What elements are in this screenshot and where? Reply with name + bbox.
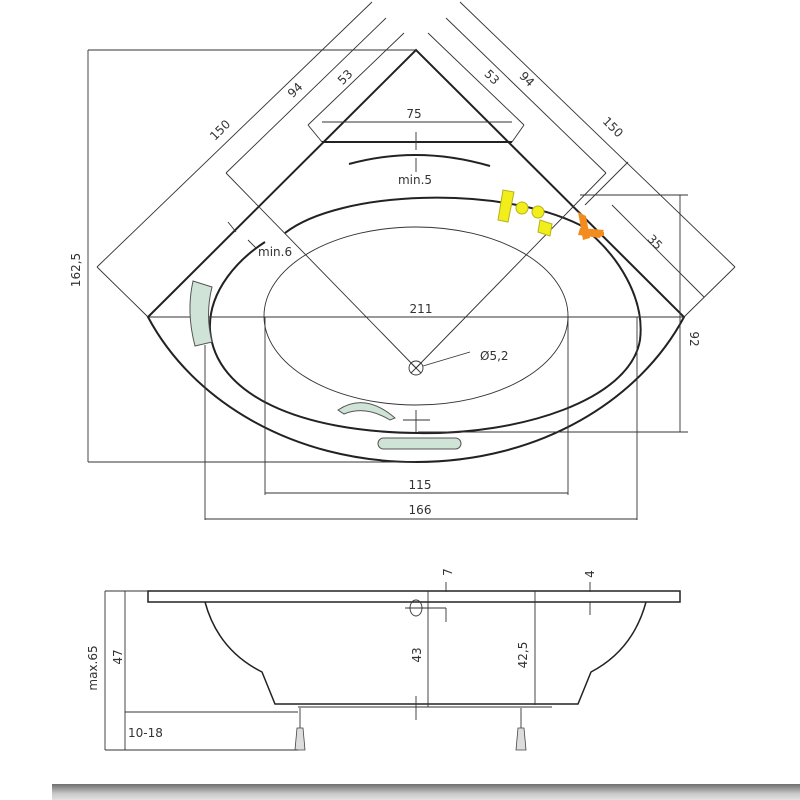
grab-handle-icon — [337, 402, 396, 421]
tub-rim — [147, 590, 681, 603]
grip-bar-icon — [377, 437, 462, 450]
dim-115-label: 115 — [409, 478, 432, 492]
dim-166-label: 166 — [409, 503, 432, 517]
foot-left — [294, 708, 306, 751]
dim-43-label: 43 — [410, 647, 424, 662]
dim-max65-label: max.65 — [86, 645, 100, 690]
dim-10-18-label: 10-18 — [128, 726, 163, 740]
foot-right — [515, 708, 527, 751]
dim-min6-label: min.6 — [258, 245, 292, 259]
dim-right-94-label: 94 — [516, 69, 537, 90]
dim-min5-label: min.5 — [398, 173, 432, 187]
top-view: 162,5 150 94 53 150 94 53 75 min.5 min.6… — [69, 1, 736, 520]
faucet-icon — [497, 189, 553, 237]
tub-outline — [146, 48, 686, 464]
dim-47-label: 47 — [111, 649, 125, 664]
tub-body — [204, 601, 647, 705]
ledge-arc — [348, 153, 491, 167]
dim-92-label: 92 — [687, 331, 701, 346]
dim-height-label: 162,5 — [69, 253, 83, 287]
dim-42-5-label: 42,5 — [516, 642, 530, 669]
dim-4-label: 4 — [583, 570, 597, 578]
dim-drain-label: Ø5,2 — [480, 349, 509, 363]
basin — [263, 226, 569, 406]
dim-right-150-label: 150 — [600, 114, 626, 140]
mixer-icon — [578, 212, 604, 240]
bottom-divider-bar — [52, 784, 800, 800]
headrest-icon — [189, 280, 213, 347]
dim-left-53-label: 53 — [335, 67, 356, 88]
dim-7-label: 7 — [441, 568, 455, 576]
dim-35-label: 35 — [644, 232, 665, 253]
side-view: max.65 47 10-18 43 42,5 7 4 — [86, 568, 681, 751]
dim-211-label: 211 — [410, 302, 433, 316]
dim-75-label: 75 — [406, 107, 421, 121]
